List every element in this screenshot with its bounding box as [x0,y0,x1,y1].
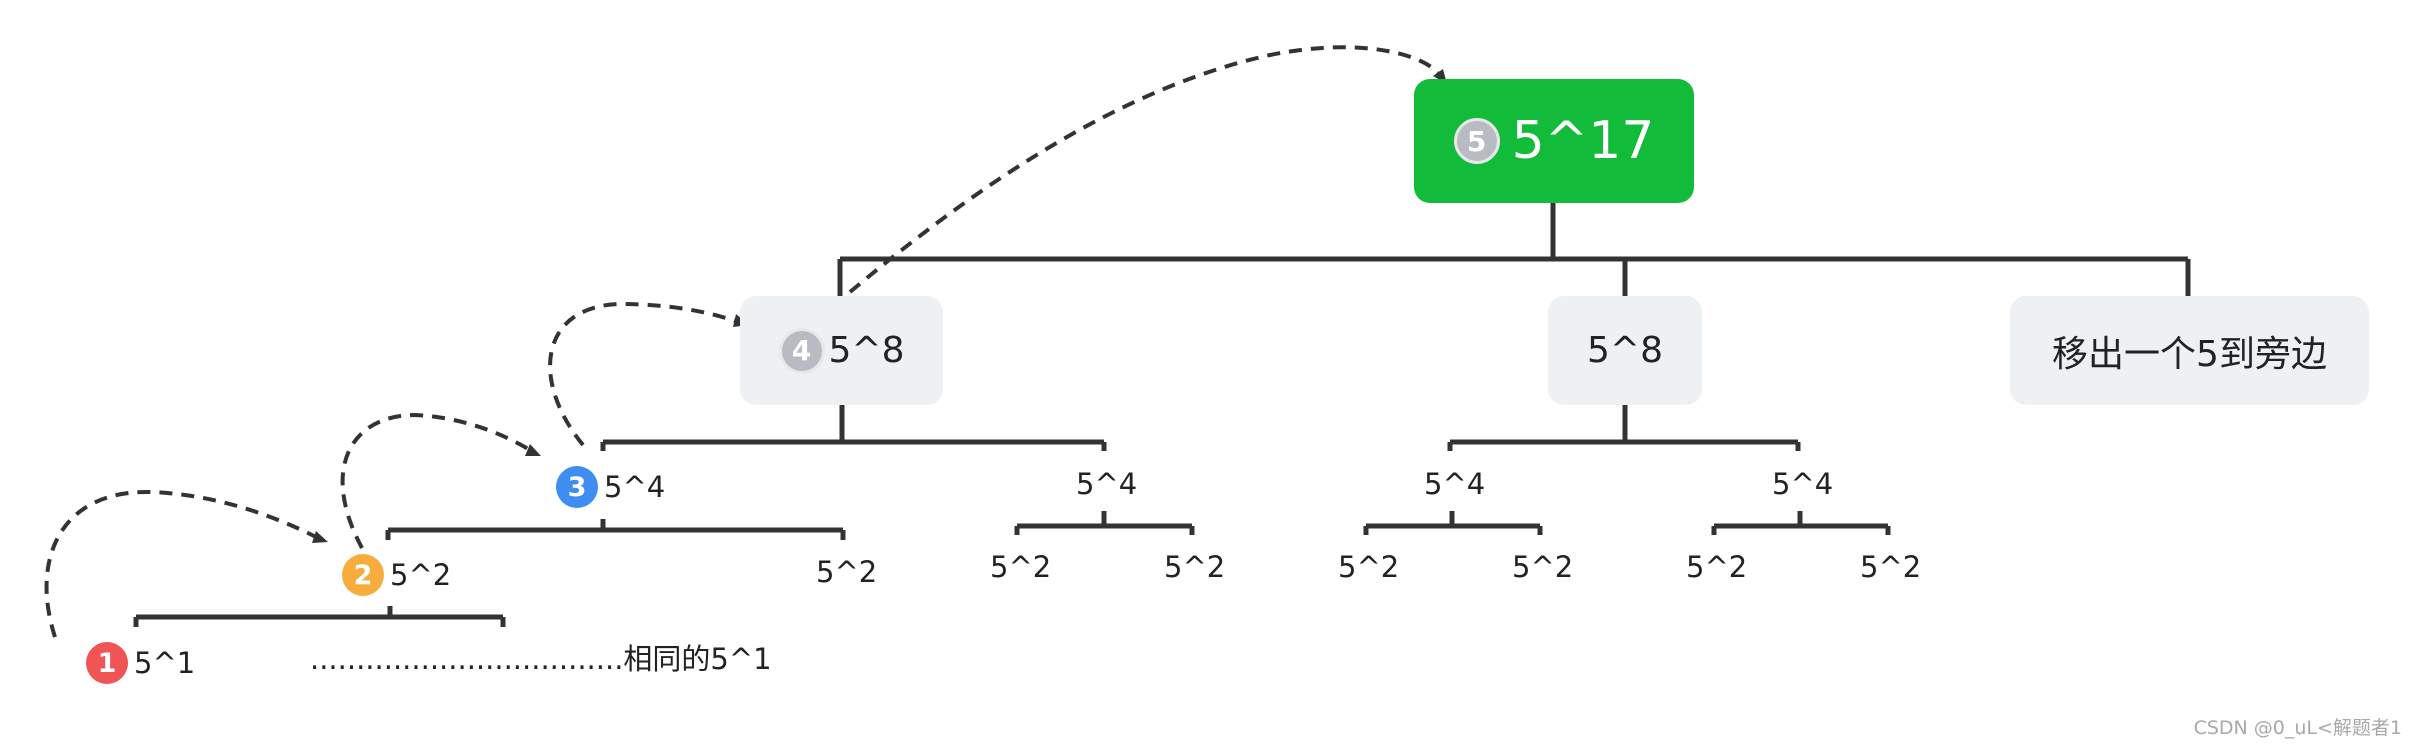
node-5-2: 5^2 [1686,550,1748,584]
node-5-2: 5^2 [816,555,878,589]
node-label: 移出一个5到旁边 [2052,333,2327,375]
arrowhead-3 [525,444,541,456]
node-label: 5^1 [134,645,196,680]
n4-5-4-connector [1711,511,1891,535]
node-5-2: 5^2 [990,550,1052,584]
node-5-4: 5^4 [1772,467,1834,501]
root-label: 5^17 [1511,111,1655,171]
node-label: 5^2 [390,557,452,592]
step-1-badge: 1 [86,642,128,684]
node-5-1-badge1: 1 5^1 [86,642,195,684]
root-connector [837,203,2191,296]
node-remove-one-5: 移出一个5到旁边 [2010,296,2369,405]
node-label: 5^8 [828,330,905,371]
arrowhead-2 [312,531,328,543]
node-5-2: 5^2 [1860,550,1922,584]
n2-5-4-connector [1014,511,1195,535]
arrow-1-to-2 [44,489,319,638]
node-5-2: 5^2 [1338,550,1400,584]
node-5-2: 5^2 [1164,550,1226,584]
watermark: CSDN @0_uL<解题者1 [2193,717,2402,739]
node-5-4: 5^4 [1076,467,1138,501]
step-5-badge: 5 [1453,118,1500,164]
root-node: 5 5^17 [1414,79,1694,203]
n1-5-4-connector [385,519,846,540]
step-2-badge: 2 [342,554,384,596]
node-5-4-badge3: 3 5^4 [556,466,665,508]
left-5-8-connector [600,405,1107,451]
arrow-4-to-5 [848,45,1442,294]
same-5-1-note: ..................................相同的5^1 [310,642,772,676]
node-5-2: 5^2 [1512,550,1574,584]
step-4-badge: 4 [778,327,825,374]
n3-5-4-connector [1363,511,1543,535]
arrow-3-to-4 [548,301,739,447]
node-5-8-middle: 5^8 [1548,296,1702,405]
step-3-badge: 3 [556,466,598,508]
node-5-4: 5^4 [1424,467,1486,501]
middle-5-8-connector [1447,405,1801,451]
node-label: 5^4 [604,469,666,504]
n1-5-2-connector [133,606,506,627]
node-5-2-badge2: 2 5^2 [342,554,451,596]
node-5-8-left: 4 5^8 [740,296,943,405]
node-label: 5^8 [1587,330,1663,371]
